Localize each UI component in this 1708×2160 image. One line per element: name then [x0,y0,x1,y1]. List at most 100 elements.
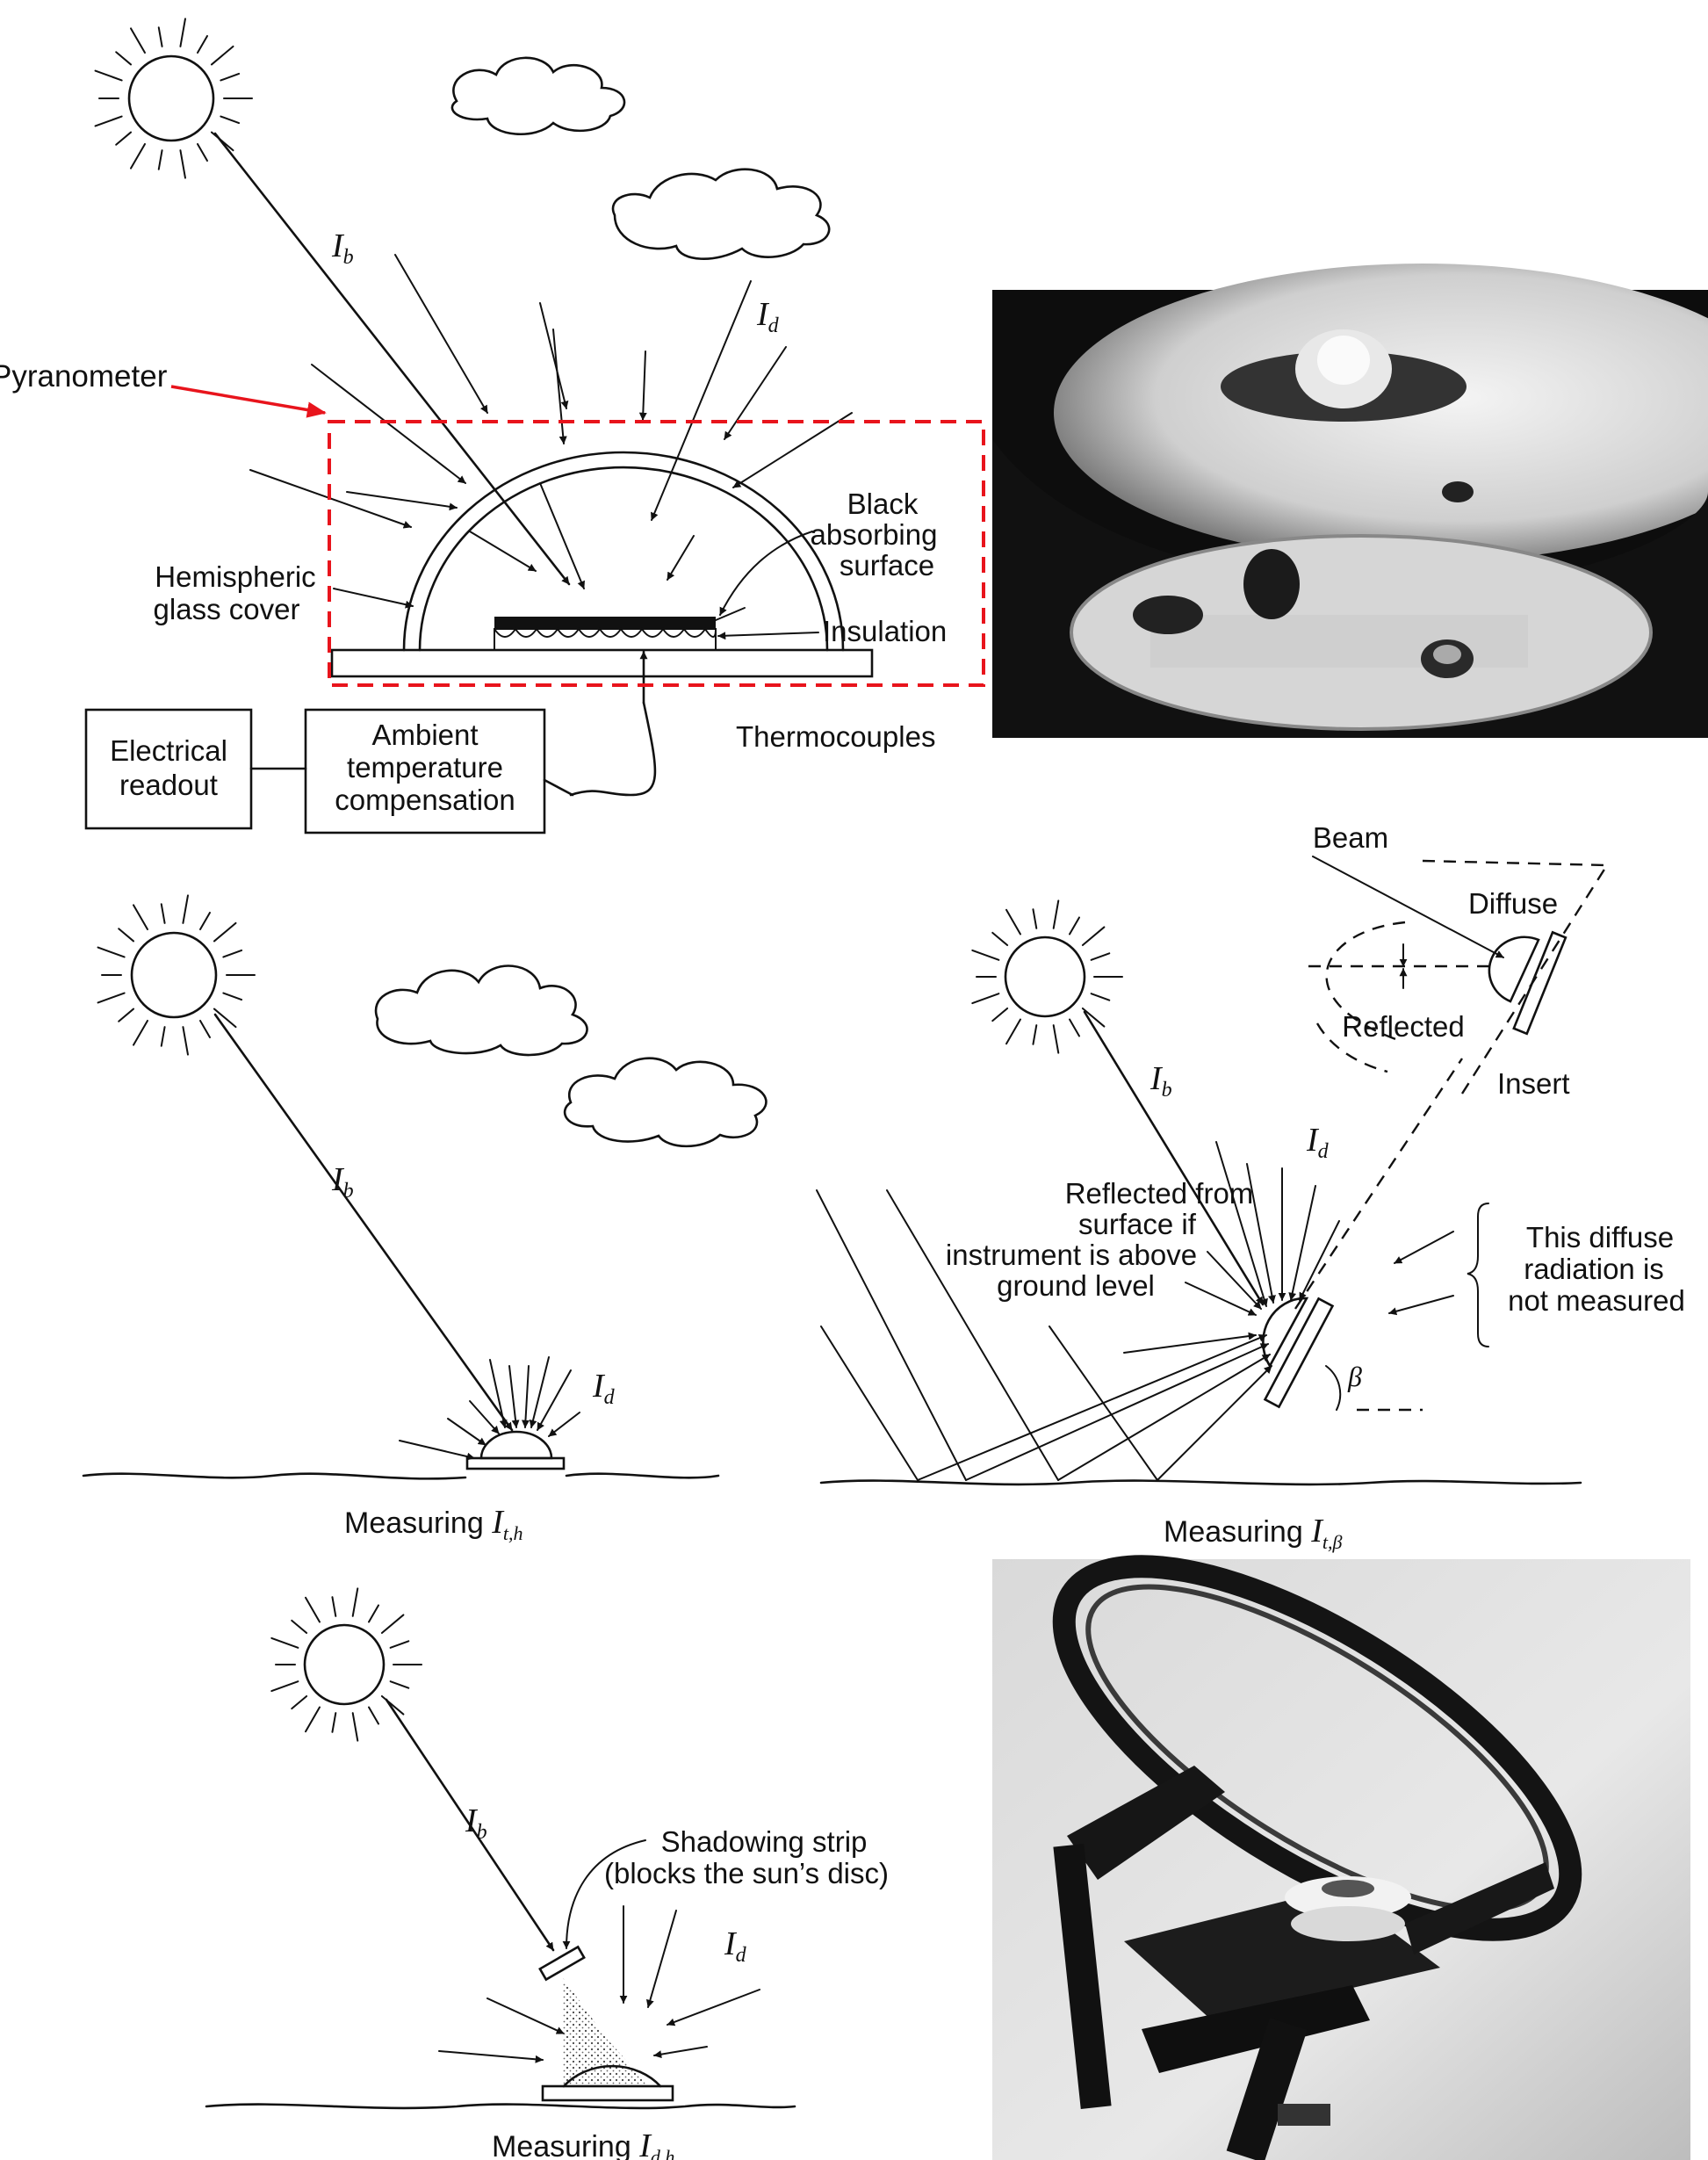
diffuse-caption: Measuring Id,h [492,2127,674,2160]
sun-ray [97,946,126,958]
beta-label: β [1347,1361,1362,1392]
sun-ray [971,993,1000,1005]
svg-text:Electrical: Electrical [110,734,227,767]
sun-ray [160,903,166,924]
top-diffuse-arrows [249,254,853,609]
sun-ray [1005,908,1021,936]
pyranometer-photo [992,264,1708,738]
horizontal-ib-label: Ib [331,1161,354,1203]
sun-ray [1052,899,1060,929]
sun-ray [222,949,243,958]
diffuse-sun [270,1587,422,1742]
sun-ray [1081,926,1106,947]
sun-ray [1032,1024,1038,1045]
tilted-ground-reflection [816,1189,1272,1481]
sun-ray [389,1680,410,1689]
sun-ray [94,69,123,82]
diffuse-arrows [438,1905,760,2063]
thermocouples-label: Thermocouples [736,720,935,753]
sun-ray [133,1019,148,1046]
tilted-ib-label: Ib [1149,1060,1172,1102]
sun-ray [130,142,146,170]
top-pyranometer-instrument [330,451,874,797]
sun-ray [1090,952,1111,961]
sun-ray [1005,1018,1021,1045]
sun-ray [368,1706,379,1725]
horizontal-ground [82,1472,720,1480]
not-measured-3: not measured [1508,1284,1685,1317]
sun-ray [220,115,241,125]
svg-text:temperature: temperature [347,751,503,784]
sun-ray [291,1619,308,1635]
not-measured-1: This diffuse [1526,1221,1674,1253]
insulation-label: Insulation [823,615,947,647]
pyranometer-callout: Pyranometer [0,359,985,687]
black-surface-label-2: absorbing [811,518,938,551]
insert-beam-label: Beam [1313,821,1388,854]
insert-diffuse-label: Diffuse [1468,887,1558,920]
svg-text:compensation: compensation [335,784,515,816]
horizontal-caption: Measuring It,h [344,1504,522,1544]
sun-ray [331,1712,337,1733]
sun-ray [220,72,241,82]
tilted-normal-line [1294,1058,1463,1310]
sun-ray [368,1604,379,1623]
shadowing-strip-pointer [562,1839,646,1949]
tilted-diffuse-arrows [1123,1141,1454,1354]
horizontal-id-label: Id [592,1368,616,1409]
not-measured-brace [1467,1203,1489,1347]
sun-ray [222,992,243,1001]
tilted-ground [819,1479,1582,1486]
insert-label: Insert [1497,1067,1570,1100]
svg-text:Ambient: Ambient [371,719,478,751]
sun-ray [351,1712,359,1742]
tilted-pyranometer [1262,1297,1335,1409]
sun-ray [118,928,135,943]
sun-ray [305,1706,321,1733]
sun-ray [157,149,163,170]
horizontal-beam-ray [213,1013,514,1432]
sun-ray [1069,916,1080,936]
sun-ray [157,26,163,47]
diffuse-id-label: Id [724,1925,747,1967]
beta-arc [1325,1365,1342,1411]
reflected-from-1: Reflected from [1065,1177,1254,1210]
not-measured-2: radiation is [1524,1253,1664,1285]
sun-ray [197,34,208,54]
sun-ray [182,894,189,924]
sun-ray [270,1636,299,1649]
sun-ray [305,1596,321,1623]
sun-ray [197,142,208,163]
glass-cover-label-1: Hemispheric [155,560,315,593]
tilted-caption: Measuring It,β [1164,1513,1342,1553]
sun-ray [213,1008,237,1029]
sun-ray [389,1640,410,1649]
sun-ray [270,1680,299,1693]
sun-ray [1069,1018,1080,1037]
diffuse-pyranometer [538,1945,674,2102]
tilted-sun [971,899,1123,1054]
sun-ray [118,1008,135,1022]
sun-ray [115,131,133,146]
sun-ray [160,1026,166,1047]
glass-cover-label-2: glass cover [154,593,300,625]
horizontal-clouds [374,964,768,1148]
sun-ray [199,1019,211,1039]
sun-ray [179,18,186,47]
horizontal-diffuse-arrows [399,1356,580,1461]
sun-ray [213,921,237,943]
reflected-from-2: surface if [1078,1208,1197,1240]
sun-ray [182,1026,189,1056]
sun-ray [210,45,234,66]
sun-ray [991,1007,1009,1022]
shadowing-strip-label-1: Shadowing strip [661,1825,868,1858]
sun-ray [351,1587,359,1617]
sun-ray [291,1694,308,1710]
top-beam-ray [213,132,571,586]
sun-ray [130,27,146,54]
sun-ray [97,992,126,1004]
pyranometer-callout-label: Pyranometer [0,359,168,394]
top-ib-label: Ib [331,228,354,269]
tilted-beam-ray [1083,1010,1265,1306]
